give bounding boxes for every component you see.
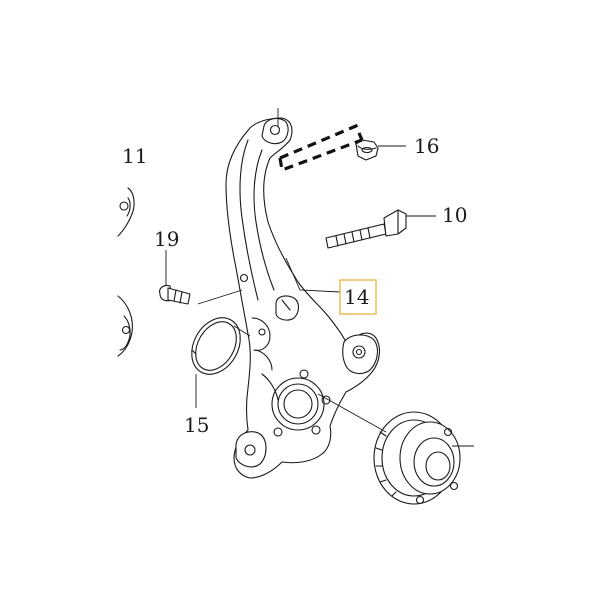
steering-knuckle <box>225 117 381 479</box>
callout-11: 11 <box>122 144 147 168</box>
upper-nut <box>355 139 379 161</box>
long-bolt <box>325 209 407 249</box>
partial-part-left-lower <box>117 295 133 357</box>
small-bolt <box>159 284 191 305</box>
assembly-dashed-line <box>279 123 364 160</box>
callout-14: 14 <box>344 285 369 309</box>
callout-19: 19 <box>154 227 179 251</box>
callout-16: 16 <box>414 134 439 158</box>
assembly-dashed-line-2 <box>278 138 363 173</box>
callout-14-highlight <box>339 279 377 315</box>
callout-10: 10 <box>442 203 467 227</box>
callout-15: 15 <box>184 413 209 437</box>
wheel-hub <box>373 411 461 505</box>
snap-ring <box>191 317 241 375</box>
leader-lines <box>165 108 474 447</box>
partial-part-left-upper <box>117 187 135 237</box>
